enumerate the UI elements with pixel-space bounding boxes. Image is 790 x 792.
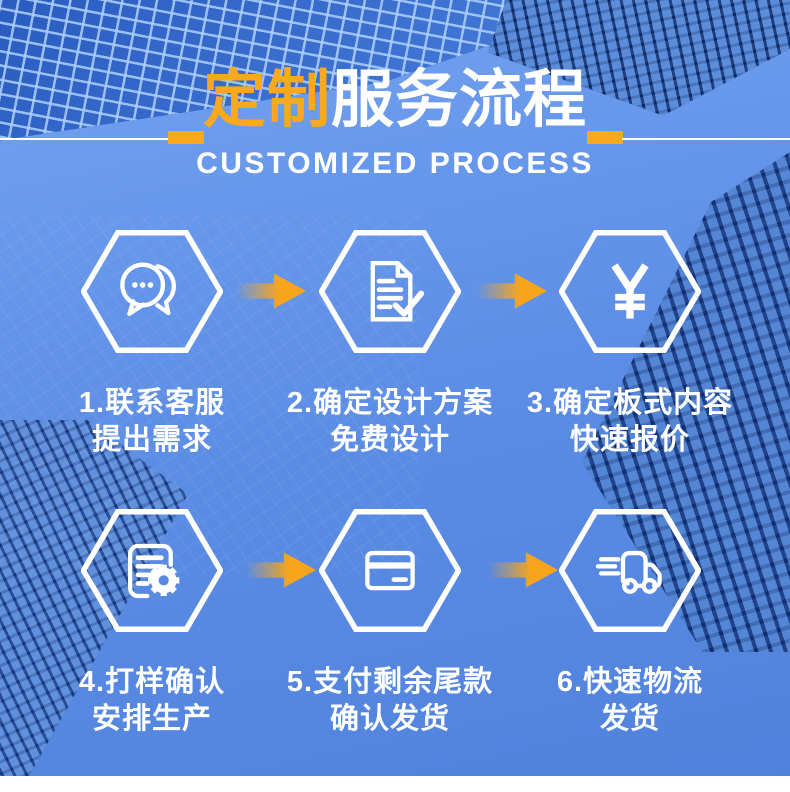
chat-icon bbox=[120, 262, 176, 316]
decorative-line-left bbox=[0, 138, 168, 140]
step-label: 4.打样确认 安排生产 bbox=[32, 664, 272, 738]
title-highlight: 定制 bbox=[203, 65, 331, 135]
page-title: 定制服务流程 bbox=[0, 66, 790, 134]
step-label-line1: 5.支付剩余尾款 bbox=[286, 666, 494, 698]
process-step-3: 3.确定板式内容 快速报价 bbox=[510, 230, 750, 459]
decorative-dash-right bbox=[587, 131, 623, 144]
hexagon-frame bbox=[81, 230, 223, 353]
page-subtitle: CUSTOMIZED PROCESS bbox=[196, 147, 594, 180]
step-label-line2: 免费设计 bbox=[329, 424, 450, 456]
yuan-icon bbox=[611, 262, 649, 319]
step-label-line1: 1.联系客服 bbox=[78, 387, 226, 419]
document-gear-icon bbox=[128, 543, 180, 598]
step-label-line2: 安排生产 bbox=[91, 703, 212, 735]
credit-card-icon bbox=[365, 550, 415, 590]
hexagon-outline bbox=[559, 230, 701, 353]
hexagon-outline bbox=[319, 509, 461, 632]
hexagon-outline bbox=[81, 509, 223, 632]
step-label: 1.联系客服 提出需求 bbox=[32, 385, 272, 459]
process-step-4: 4.打样确认 安排生产 bbox=[32, 509, 272, 738]
step-label: 2.确定设计方案 免费设计 bbox=[270, 385, 510, 459]
step-label-line1: 2.确定设计方案 bbox=[286, 387, 494, 419]
step-label-line1: 3.确定板式内容 bbox=[526, 387, 734, 419]
title-rest: 服务流程 bbox=[331, 65, 587, 135]
truck-icon bbox=[595, 550, 662, 594]
step-label-line2: 提出需求 bbox=[91, 424, 212, 456]
process-step-6: 6.快速物流 发货 bbox=[510, 509, 750, 738]
hexagon-outline bbox=[81, 230, 223, 353]
process-step-1: 1.联系客服 提出需求 bbox=[32, 230, 272, 459]
step-label-line1: 4.打样确认 bbox=[78, 666, 226, 698]
hexagon-frame bbox=[319, 230, 461, 353]
step-label-line1: 6.快速物流 bbox=[556, 666, 704, 698]
step-label: 3.确定板式内容 快速报价 bbox=[510, 385, 750, 459]
process-step-2: 2.确定设计方案 免费设计 bbox=[270, 230, 510, 459]
decorative-dash-left bbox=[168, 131, 204, 144]
bottom-margin bbox=[0, 776, 790, 792]
step-label: 6.快速物流 发货 bbox=[510, 664, 750, 738]
step-label-line2: 快速报价 bbox=[569, 424, 690, 456]
process-step-5: 5.支付剩余尾款 确认发货 bbox=[270, 509, 510, 738]
step-label-line2: 发货 bbox=[599, 703, 660, 735]
hexagon-frame bbox=[559, 509, 701, 632]
hexagon-outline bbox=[559, 509, 701, 632]
hexagon-frame bbox=[559, 230, 701, 353]
decorative-line-right bbox=[622, 138, 790, 140]
hexagon-outline bbox=[319, 230, 461, 353]
hexagon-frame bbox=[319, 509, 461, 632]
step-label: 5.支付剩余尾款 确认发货 bbox=[270, 664, 510, 738]
hexagon-frame bbox=[81, 509, 223, 632]
step-label-line2: 确认发货 bbox=[329, 703, 450, 735]
document-check-icon bbox=[370, 260, 425, 321]
